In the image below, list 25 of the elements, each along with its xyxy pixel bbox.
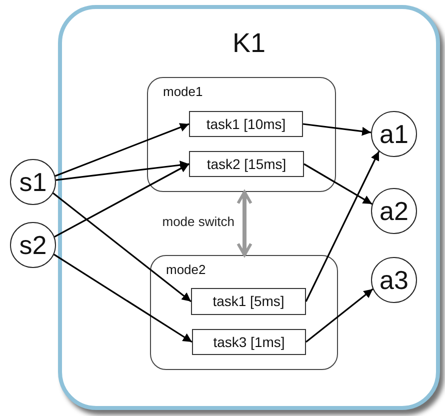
- signal-circle: [10, 222, 56, 268]
- signal-label: s2: [18, 230, 48, 261]
- edge-label: mode switch: [162, 214, 234, 228]
- task-box: [192, 329, 306, 355]
- signal-circle: [371, 188, 417, 234]
- signal-circle: [371, 111, 417, 157]
- task-label: task2 [15ms]: [206, 156, 288, 172]
- task-label: task1 [5ms]: [212, 293, 286, 309]
- mode-group: [147, 77, 336, 192]
- signal-label: a1: [378, 119, 410, 150]
- task-box: [189, 111, 303, 137]
- signal-label: a2: [378, 196, 410, 227]
- task-box: [189, 151, 304, 177]
- group-title: mode2: [166, 262, 206, 277]
- container-title: K1: [231, 28, 267, 59]
- task-label: task1 [10ms]: [205, 116, 287, 132]
- signal-label: s1: [18, 167, 48, 198]
- signal-circle: [10, 159, 56, 205]
- group-title: mode1: [163, 84, 203, 99]
- mode-group: [150, 255, 338, 370]
- task-box: [191, 288, 306, 315]
- task-label: task3 [1ms]: [212, 334, 286, 350]
- signal-circle: [371, 257, 417, 303]
- signal-label: a3: [378, 265, 410, 296]
- container-panel: [58, 5, 440, 410]
